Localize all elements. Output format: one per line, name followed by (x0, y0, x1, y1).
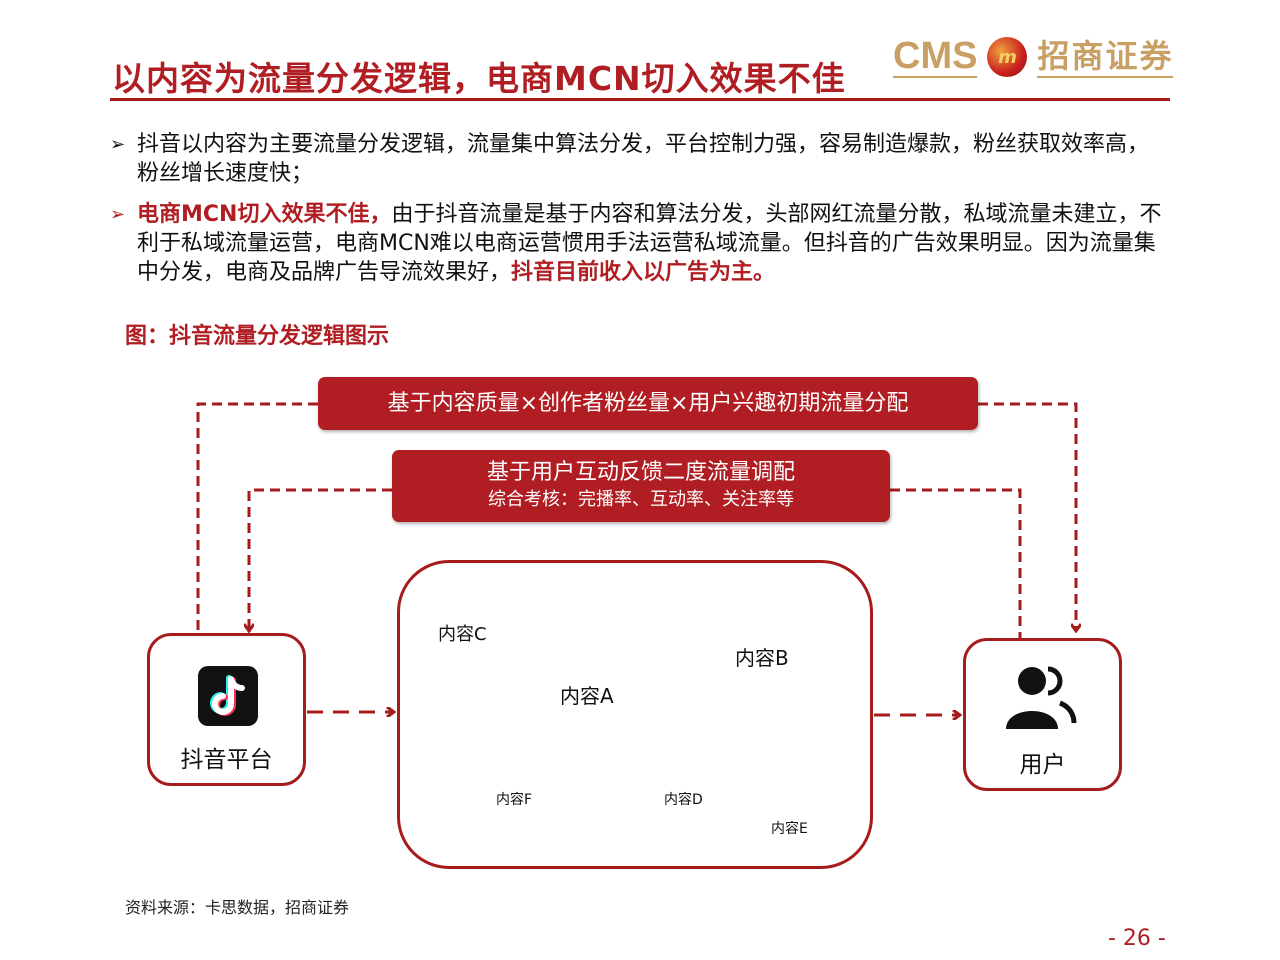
cms-logo: CMS m 招商证券 (893, 35, 1174, 78)
banner-second-distribution: 基于用户互动反馈二度流量调配 综合考核：完播率、互动率、关注率等 (392, 450, 890, 522)
tiktok-icon (198, 666, 258, 726)
banner2-subtitle: 综合考核：完播率、互动率、关注率等 (488, 489, 794, 510)
user-label: 用户 (1019, 752, 1066, 778)
user-node: 用户 (963, 638, 1122, 791)
bullet-highlight: 电商MCN切入效果不佳， (137, 202, 392, 227)
arrow-bullet-icon: ➢ (110, 204, 126, 225)
bullet-tail: 抖音目前收入以广告为主。 (511, 260, 776, 285)
platform-label: 抖音平台 (180, 747, 273, 773)
title-divider (110, 98, 1170, 101)
content-c: 内容C (438, 624, 487, 645)
content-f: 内容F (496, 792, 533, 808)
source-note: 资料来源：卡思数据，招商证券 (125, 898, 350, 917)
logo-en: CMS (893, 35, 978, 78)
bullet-text: 由于抖音流量是基于内容和算法分发，头部网红流量分散，私域流量未建立，不利于私域流… (137, 202, 1162, 285)
bullet-text: 抖音以内容为主要流量分发逻辑，流量集中算法分发，平台控制力强，容易制造爆款，粉丝… (137, 132, 1150, 186)
logo-cn: 招商证券 (1037, 36, 1174, 78)
arrow-bullet-icon: ➢ (110, 134, 126, 155)
page-number: - 26 - (1108, 926, 1166, 951)
bullet-2: ➢ 电商MCN切入效果不佳，由于抖音流量是基于内容和算法分发，头部网红流量分散，… (110, 200, 1170, 287)
content-a: 内容A (560, 684, 614, 708)
connector-banner2-left (249, 488, 392, 630)
content-pool-node: 内容C 内容B 内容A 内容F 内容D 内容E (397, 560, 873, 869)
connector-banner1-right (978, 402, 1076, 630)
figure-caption: 图：抖音流量分发逻辑图示 (125, 324, 390, 349)
content-d: 内容D (664, 792, 703, 808)
bullet-1: ➢ 抖音以内容为主要流量分发逻辑，流量集中算法分发，平台控制力强，容易制造爆款，… (110, 130, 1170, 188)
platform-node: 抖音平台 (147, 633, 306, 786)
users-icon (1006, 666, 1077, 729)
connector-banner2-right (890, 488, 1022, 638)
connector-banner1-left (196, 402, 318, 633)
banner-initial-distribution: 基于内容质量×创作者粉丝量×用户兴趣初期流量分配 (318, 377, 978, 430)
slide-title: 以内容为流量分发逻辑，电商MCN切入效果不佳 (112, 59, 846, 98)
banner2-title: 基于用户互动反馈二度流量调配 (486, 460, 795, 485)
logo-emblem-icon: m (987, 37, 1028, 77)
content-b: 内容B (735, 646, 789, 670)
content-e: 内容E (771, 821, 808, 837)
